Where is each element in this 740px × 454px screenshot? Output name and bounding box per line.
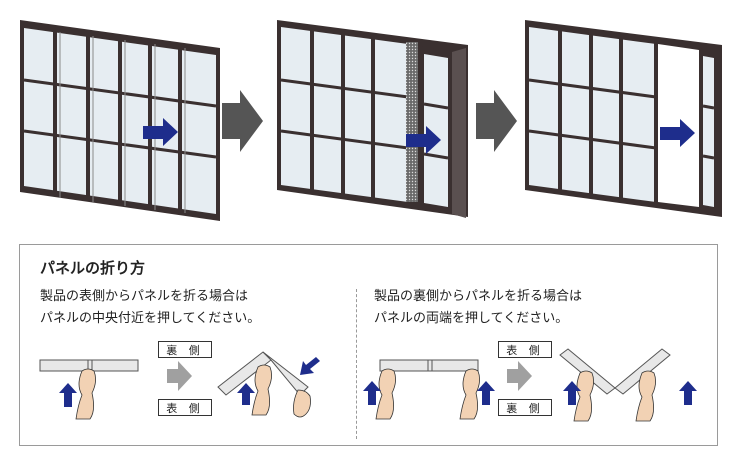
column-divider — [356, 289, 357, 439]
hand-icon — [251, 364, 272, 416]
front-side-instruction-line2: パネルの中央付近を押してください。 — [40, 311, 261, 326]
stage2-folding-door — [277, 20, 468, 218]
front-side-instruction-line1: 製品の表側からパネルを折る場合は — [40, 289, 249, 304]
push-direction-arrow-icon — [406, 126, 441, 154]
push-arrow-icon — [237, 383, 255, 405]
right-flat-panel — [363, 359, 495, 420]
push-direction-arrow-icon — [660, 119, 695, 147]
door-sequence-illustration — [20, 20, 722, 221]
push-arrow-icon — [59, 383, 77, 407]
left-folded-panel — [217, 351, 320, 418]
push-arrow-icon — [563, 381, 581, 405]
push-direction-arrow-icon — [143, 118, 178, 146]
hand-icon — [75, 368, 96, 420]
back-side-instruction-line1: 製品の裏側からパネルを折る場合は — [374, 289, 583, 304]
stage1-closed-door — [20, 20, 220, 221]
folding-instructions-box: パネルの折り方 製品の表側からパネルを折る場合は パネルの中央付近を押してくださ… — [19, 244, 718, 446]
push-arrow-icon — [477, 381, 495, 405]
hand-icon — [459, 368, 480, 420]
flow-arrow-icon — [476, 90, 517, 152]
flow-arrow-icon — [507, 361, 532, 391]
hand-icon — [635, 370, 656, 422]
push-arrow-icon — [679, 381, 697, 405]
panel-folding-illustration — [39, 348, 697, 422]
push-arrow-icon — [300, 357, 320, 375]
section-title: パネルの折り方 — [40, 259, 146, 277]
push-arrow-icon — [363, 381, 381, 405]
left-flat-panel — [39, 359, 139, 420]
side-tag-top-right: 表 側 — [498, 341, 552, 358]
side-tag-bottom-left: 表 側 — [158, 399, 212, 416]
hand-icon — [293, 389, 311, 418]
back-side-instruction-line2: パネルの両端を押してください。 — [374, 311, 569, 326]
side-tag-bottom-right: 裏 側 — [498, 399, 552, 416]
stage3-open-door — [525, 20, 722, 217]
hand-icon — [375, 368, 396, 420]
right-folded-panel — [559, 348, 697, 422]
flow-arrow-icon — [167, 361, 192, 391]
flow-arrow-icon — [222, 90, 263, 152]
side-tag-top-left: 裏 側 — [158, 341, 212, 358]
hand-icon — [573, 370, 594, 422]
